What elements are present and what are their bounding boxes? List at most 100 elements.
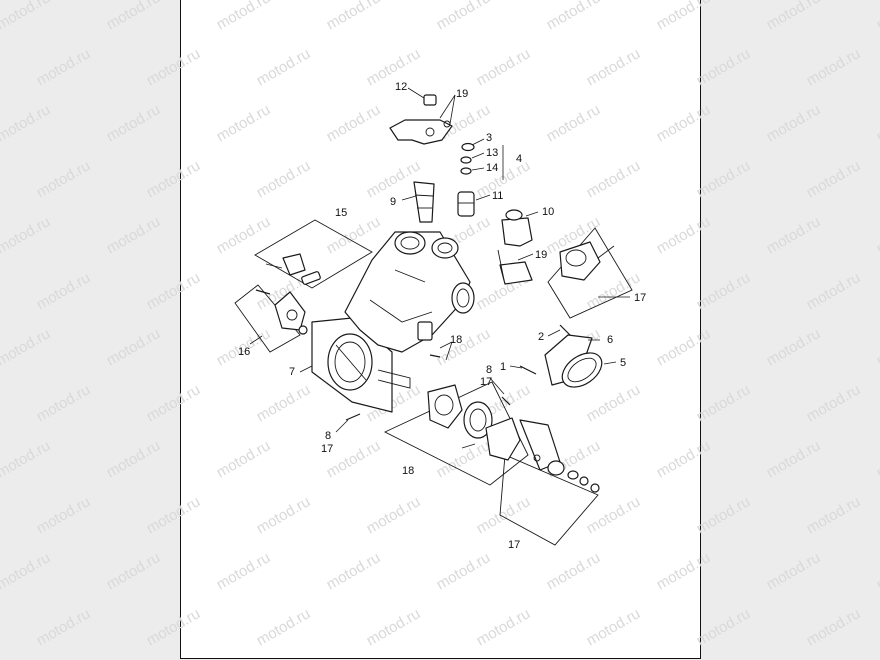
watermark-text: motod.ru xyxy=(324,101,384,145)
watermark-text: motod.ru xyxy=(804,45,864,89)
callout-17: 17 xyxy=(508,539,520,551)
watermark-text: motod.ru xyxy=(874,0,880,33)
watermark-text: motod.ru xyxy=(34,157,94,201)
watermark-text: motod.ru xyxy=(104,549,164,593)
watermark-text: motod.ru xyxy=(0,549,53,593)
watermark-text: motod.ru xyxy=(434,0,494,33)
watermark-text: motod.ru xyxy=(654,101,714,145)
watermark-text: motod.ru xyxy=(804,493,864,537)
callout-18: 18 xyxy=(402,465,414,477)
watermark-text: motod.ru xyxy=(764,549,824,593)
watermark-text: motod.ru xyxy=(144,605,204,649)
callout-18: 18 xyxy=(450,334,462,346)
watermark-text: motod.ru xyxy=(764,101,824,145)
watermark-text: motod.ru xyxy=(104,325,164,369)
watermark-text: motod.ru xyxy=(874,213,880,257)
callout-13: 13 xyxy=(486,147,498,159)
callout-16: 16 xyxy=(238,346,250,358)
watermark-text: motod.ru xyxy=(34,269,94,313)
watermark-text: motod.ru xyxy=(254,157,314,201)
watermark-text: motod.ru xyxy=(34,605,94,649)
watermark-text: motod.ru xyxy=(764,437,824,481)
watermark-text: motod.ru xyxy=(324,213,384,257)
callout-12: 12 xyxy=(395,81,407,93)
callout-1: 1 xyxy=(500,361,506,373)
watermark-text: motod.ru xyxy=(214,213,274,257)
callout-17: 17 xyxy=(321,443,333,455)
valve-part xyxy=(501,209,533,247)
watermark-text: motod.ru xyxy=(214,0,274,33)
injector-part xyxy=(413,181,435,223)
watermark-text: motod.ru xyxy=(694,269,754,313)
watermark-text: motod.ru xyxy=(214,437,274,481)
watermark-text: motod.ru xyxy=(324,0,384,33)
intake-manifold-part xyxy=(344,231,475,353)
callout-4: 4 xyxy=(516,153,522,165)
watermark-text: motod.ru xyxy=(584,157,644,201)
watermark-text: motod.ru xyxy=(364,605,424,649)
switch-part xyxy=(265,253,321,285)
idle-motor-part xyxy=(559,241,615,281)
watermark-text: motod.ru xyxy=(544,549,604,593)
watermark-text: motod.ru xyxy=(584,381,644,425)
watermark-text: motod.ru xyxy=(0,213,53,257)
watermark-text: motod.ru xyxy=(694,493,754,537)
watermark-text: motod.ru xyxy=(804,605,864,649)
watermark-text: motod.ru xyxy=(144,269,204,313)
watermark-text: motod.ru xyxy=(584,493,644,537)
watermark-text: motod.ru xyxy=(874,325,880,369)
watermark-text: motod.ru xyxy=(324,549,384,593)
watermark-text: motod.ru xyxy=(434,325,494,369)
callout-labels: 12 19 3 13 4 14 11 9 10 15 19 17 2 6 18 … xyxy=(238,81,646,551)
watermark-text: motod.ru xyxy=(584,605,644,649)
watermark-text: motod.ru xyxy=(654,437,714,481)
watermark-text: motod.ru xyxy=(104,213,164,257)
watermark-text: motod.ru xyxy=(584,45,644,89)
callout-19: 19 xyxy=(456,88,468,100)
seal-rings-part xyxy=(544,334,603,388)
watermark-text: motod.ru xyxy=(144,157,204,201)
watermark-text: motod.ru xyxy=(254,45,314,89)
callout-10: 10 xyxy=(542,206,554,218)
callout-17: 17 xyxy=(634,292,646,304)
watermark-text: motod.ru xyxy=(874,549,880,593)
callout-19: 19 xyxy=(535,249,547,261)
watermark-text: motod.ru xyxy=(654,549,714,593)
o-rings-part xyxy=(460,142,475,175)
bracket-part xyxy=(389,94,453,145)
diagram-frame xyxy=(180,0,701,659)
callout-2: 2 xyxy=(538,331,544,343)
watermark-text: motod.ru xyxy=(654,0,714,33)
callout-15: 15 xyxy=(335,207,347,219)
watermark-text: motod.ru xyxy=(694,45,754,89)
callout-3: 3 xyxy=(486,132,492,144)
washers-part xyxy=(547,460,600,493)
watermark-text: motod.ru xyxy=(874,437,880,481)
watermark-text: motod.ru xyxy=(654,213,714,257)
watermark-text: motod.ru xyxy=(364,493,424,537)
gasket-part xyxy=(497,249,533,285)
watermark-text: motod.ru xyxy=(0,437,53,481)
watermark-text: motod.ru xyxy=(254,493,314,537)
watermark-text: motod.ru xyxy=(0,101,53,145)
watermark-text: motod.ru xyxy=(474,493,534,537)
screws-part xyxy=(255,289,571,421)
throttle-body-part xyxy=(311,317,411,413)
watermark-text: motod.ru xyxy=(34,381,94,425)
callout-9: 9 xyxy=(390,196,396,208)
watermark-text: motod.ru xyxy=(694,605,754,649)
watermark-text: motod.ru xyxy=(544,101,604,145)
callout-8: 8 xyxy=(325,430,331,442)
watermark-text: motod.ru xyxy=(434,437,494,481)
watermark-text: motod.ru xyxy=(694,381,754,425)
watermark-text: motod.ru xyxy=(694,157,754,201)
watermark-text: motod.ru xyxy=(764,0,824,33)
watermark-text: motod.ru xyxy=(144,381,204,425)
watermark-text: motod.ru xyxy=(364,157,424,201)
pump-assembly-part xyxy=(427,384,561,471)
watermark-text: motod.ru xyxy=(104,101,164,145)
watermark-text: motod.ru xyxy=(254,605,314,649)
callout-8: 8 xyxy=(486,364,492,376)
watermark-text: motod.ru xyxy=(764,213,824,257)
